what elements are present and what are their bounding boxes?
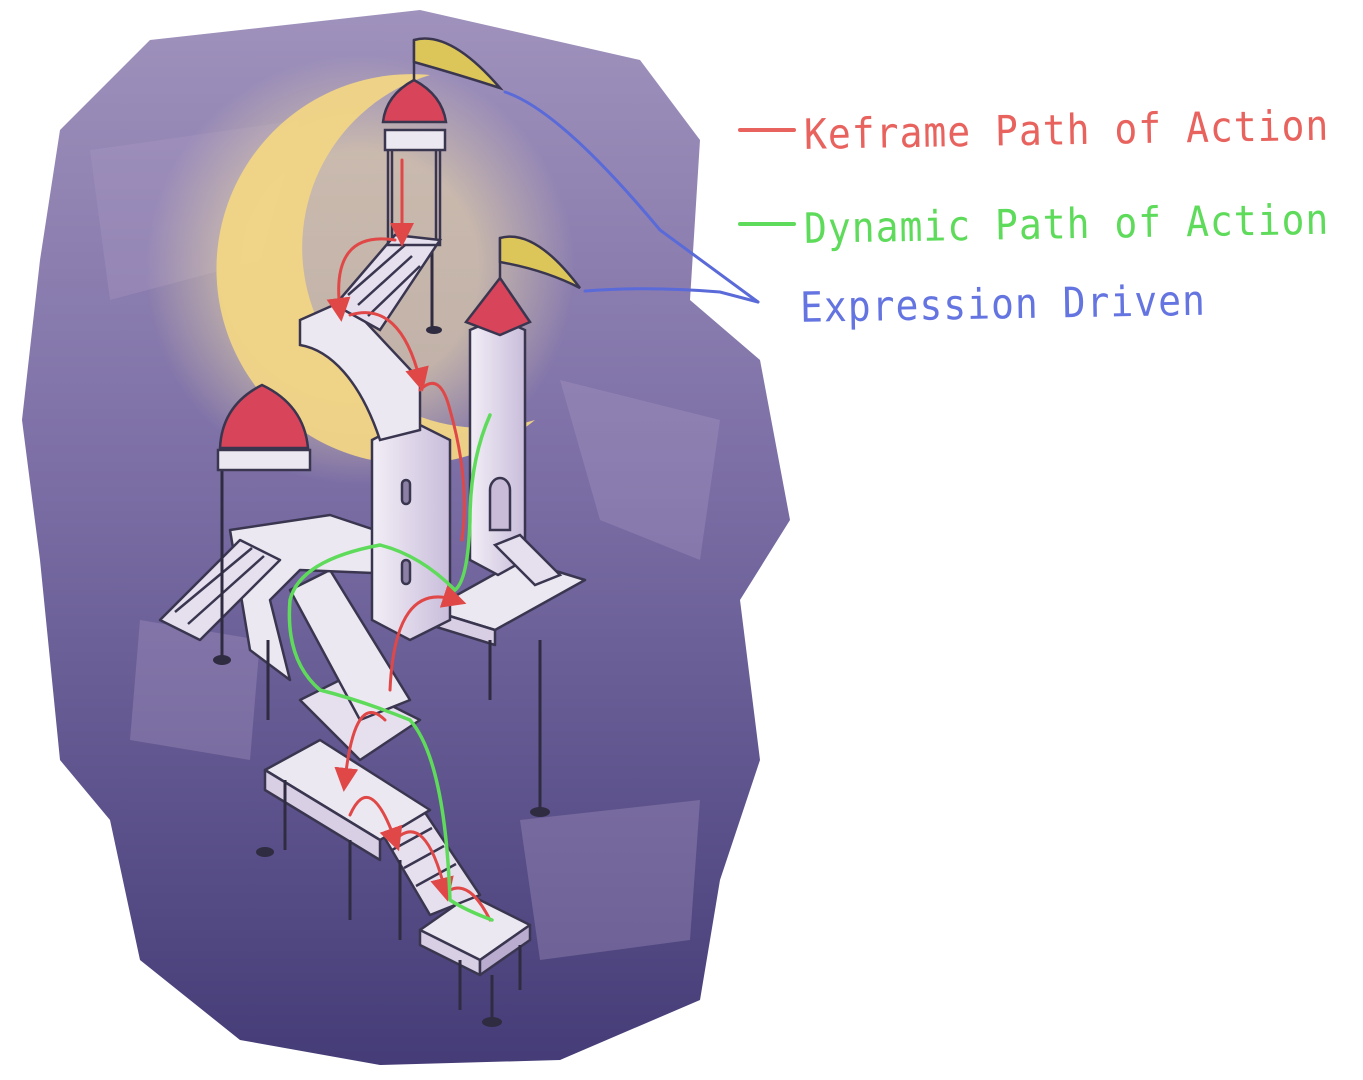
right-tower	[468, 316, 563, 587]
legend-dynamic: Dynamic Path of Action	[738, 195, 1330, 253]
legend-keyframe: Keframe Path of Action	[738, 101, 1330, 159]
column-feet	[213, 326, 550, 1027]
dynamic-label: Dynamic Path of Action	[803, 195, 1330, 253]
expression-lines	[503, 90, 760, 304]
sky-texture	[90, 120, 720, 960]
dynamic-swatch	[738, 222, 796, 226]
dynamic-path	[287, 413, 494, 922]
hanging-columns	[220, 250, 542, 1020]
left-dome	[218, 383, 310, 450]
right-flag-icon	[498, 235, 581, 290]
keyframe-swatch	[738, 128, 796, 132]
top-dome	[381, 78, 448, 124]
top-gazebo	[381, 78, 448, 247]
expression-label: Expression Driven	[799, 276, 1207, 332]
legend-expression: Expression Driven	[800, 276, 1207, 331]
flags	[412, 37, 581, 290]
keyframe-paths	[326, 158, 492, 922]
top-flag-icon	[412, 37, 504, 91]
crescent-moon-icon	[216, 74, 536, 465]
left-gazebo	[216, 383, 312, 472]
right-tower-roof	[463, 275, 532, 337]
keyframe-label: Keframe Path of Action	[803, 101, 1330, 159]
central-tower	[298, 233, 452, 642]
